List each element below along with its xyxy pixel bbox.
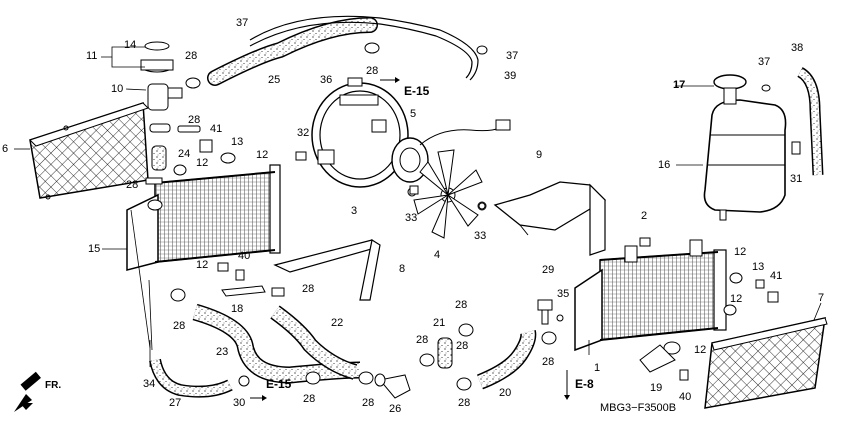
- callout-18: 18: [231, 303, 244, 315]
- callout-12-d: 12: [734, 246, 747, 258]
- callout-28-j: 28: [542, 356, 555, 368]
- callout-13-right: 13: [752, 261, 765, 273]
- callout-36: 36: [320, 74, 333, 86]
- callout-28-k: 28: [303, 393, 316, 405]
- callout-15: 15: [88, 243, 101, 255]
- callout-33-right: 33: [474, 230, 487, 242]
- callout-11: 11: [86, 50, 98, 62]
- callout-41-right: 41: [770, 270, 783, 282]
- callout-41-left: 41: [210, 123, 223, 135]
- callout-28-g: 28: [173, 320, 186, 332]
- thermo-switch: [537, 299, 564, 325]
- callout-17: 17: [673, 79, 686, 91]
- callout-16: 16: [658, 159, 671, 171]
- short-hoses-left: [145, 123, 236, 185]
- callout-8: 8: [399, 263, 406, 275]
- callout-19: 19: [650, 382, 663, 394]
- bracket-18: [217, 262, 285, 297]
- callout-29: 29: [542, 264, 555, 276]
- bracket-8: [273, 239, 381, 301]
- upper-hoses: [207, 15, 488, 86]
- diagram-code: MBG3−F3500B: [600, 402, 677, 414]
- callout-28-d: 28: [126, 179, 139, 191]
- callout-3: 3: [351, 205, 358, 217]
- callout-40-left: 40: [238, 250, 251, 262]
- callout-35: 35: [557, 288, 570, 300]
- right-small-parts: [639, 272, 779, 381]
- callout-24: 24: [178, 148, 191, 160]
- callout-12-e: 12: [730, 293, 743, 305]
- front-arrow: [14, 371, 41, 412]
- callout-2-bracket: 2: [641, 210, 648, 222]
- right-radiator-grille: [704, 317, 828, 409]
- callout-39: 39: [504, 70, 517, 82]
- callout-28-a: 28: [185, 50, 198, 62]
- callout-28-h: 28: [416, 334, 429, 346]
- callout-32: 32: [297, 127, 310, 139]
- callout-10: 10: [111, 83, 124, 95]
- callout-7: 7: [818, 292, 825, 304]
- callout-34: 34: [143, 378, 156, 390]
- callout-23: 23: [216, 346, 229, 358]
- callout-20: 20: [499, 387, 512, 399]
- leader-lines: [14, 46, 822, 367]
- callout-28-b: 28: [366, 65, 379, 77]
- reference-e15-bottom: E-15: [266, 377, 292, 391]
- callout-28-m: 28: [458, 397, 471, 409]
- callout-6: 6: [2, 143, 9, 155]
- callout-12-f: 12: [694, 344, 707, 356]
- reference-e15-top: E-15: [404, 84, 430, 98]
- callout-28-e: 28: [302, 283, 315, 295]
- direction-label: FR.: [45, 380, 62, 391]
- left-radiator-grille: [29, 101, 149, 200]
- callout-37-top: 37: [236, 17, 249, 29]
- callout-40-right: 40: [679, 391, 692, 403]
- joint-pipe: [374, 373, 411, 399]
- fan-motor: [391, 119, 511, 183]
- callout-9: 9: [536, 149, 543, 161]
- callout-1: 1: [594, 362, 601, 374]
- callout-28-i: 28: [456, 340, 469, 352]
- callout-12-a: 12: [256, 149, 269, 161]
- fan-blade: [407, 149, 487, 239]
- callout-21: 21: [433, 317, 446, 329]
- callout-5: 5: [410, 108, 417, 120]
- filler-neck: [140, 41, 201, 111]
- left-radiator: [126, 164, 281, 271]
- callout-37-tank: 37: [758, 56, 771, 68]
- callout-38: 38: [791, 42, 804, 54]
- callout-14: 14: [124, 39, 137, 51]
- air-guide: [493, 181, 607, 256]
- callout-4: 4: [434, 249, 441, 261]
- callout-25: 25: [268, 74, 281, 86]
- callout-33-left: 33: [405, 212, 418, 224]
- bolts: [295, 77, 486, 210]
- callout-30: 30: [233, 397, 246, 409]
- reference-e8: E-8: [575, 377, 594, 391]
- callout-27: 27: [169, 397, 182, 409]
- callout-26: 26: [389, 403, 402, 415]
- callout-12-b: 12: [196, 157, 209, 169]
- hose-clamps: [170, 288, 557, 391]
- reference-arrows: [250, 77, 570, 401]
- callout-37-right: 37: [506, 50, 519, 62]
- fan-shroud: [311, 82, 409, 188]
- callout-13-left: 13: [231, 136, 244, 148]
- right-radiator: [574, 237, 727, 352]
- reserve-tank: [703, 67, 824, 221]
- callout-28-l: 28: [362, 397, 375, 409]
- callout-22: 22: [331, 317, 344, 329]
- callout-28-c: 28: [188, 114, 201, 126]
- callout-31: 31: [790, 173, 803, 185]
- callout-12-c: 12: [196, 259, 209, 271]
- callout-28-f: 28: [455, 299, 468, 311]
- lower-hoses: [149, 303, 537, 398]
